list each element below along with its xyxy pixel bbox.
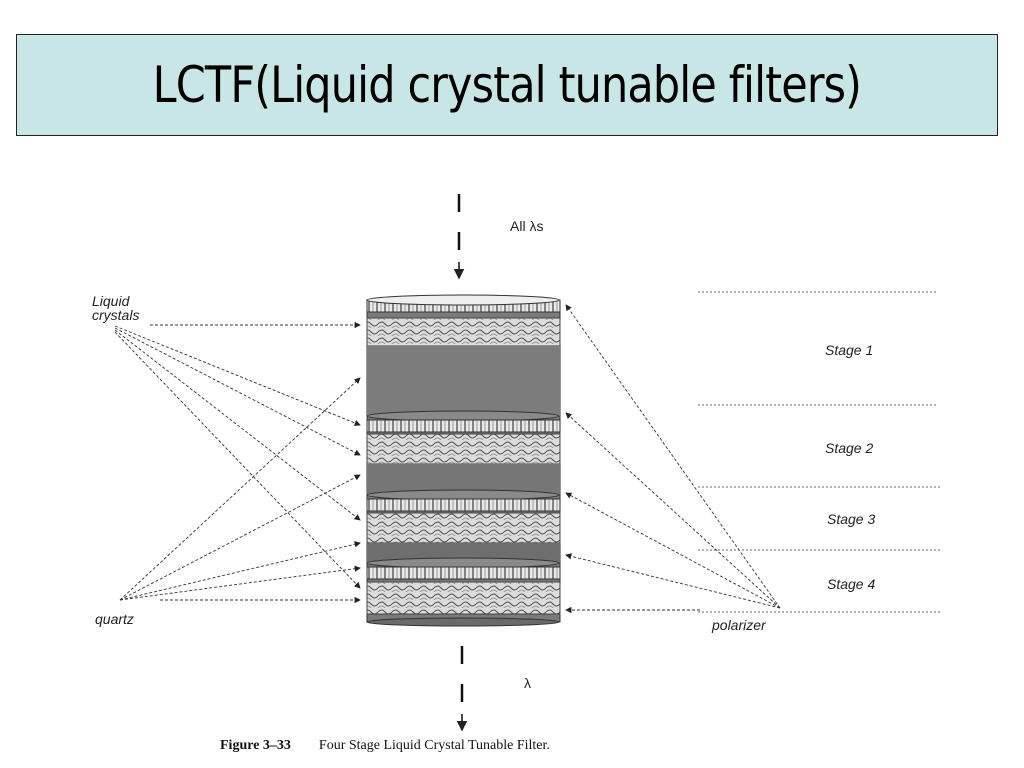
- stage-separators: [698, 291, 940, 613]
- polarizer-layer-2: [366, 419, 561, 433]
- polarizer-layer-3: [366, 498, 561, 512]
- quartz-label: quartz: [95, 611, 134, 627]
- stage-4-label: Stage 4: [827, 576, 876, 592]
- slide-title: LCTF(Liquid crystal tunable filters): [152, 56, 862, 114]
- stage-3-label: Stage 3: [827, 511, 876, 527]
- liquid-crystal-pointers: [114, 321, 361, 589]
- stage-1-label: Stage 1: [825, 342, 874, 358]
- quartz-pointers: [119, 377, 361, 604]
- figure-caption-text: Four Stage Liquid Crystal Tunable Filter…: [318, 738, 550, 753]
- filter-cylinder: [366, 294, 561, 627]
- polarizer-pointers: [565, 304, 781, 614]
- lc-layer-1: [366, 317, 561, 347]
- liquid-crystals-label-line2: crystals: [92, 307, 140, 323]
- lc-layer-4: [366, 581, 561, 615]
- lc-layer-3: [366, 512, 561, 544]
- liquid-crystals-label-line1: Liquid: [92, 293, 130, 309]
- figure-caption: Figure 3–33 Four Stage Liquid Crystal Tun…: [220, 738, 550, 754]
- stage-2-label: Stage 2: [825, 440, 874, 456]
- slide-title-box: LCTF(Liquid crystal tunable filters): [16, 34, 998, 136]
- lc-layer-2: [366, 433, 561, 465]
- input-wavelengths-label: All λs: [510, 218, 544, 234]
- output-wavelength-label: λ: [524, 675, 531, 691]
- polarizer-label: polarizer: [712, 617, 766, 633]
- polarizer-layer-4: [366, 566, 561, 580]
- figure-number: Figure 3–33: [220, 738, 291, 753]
